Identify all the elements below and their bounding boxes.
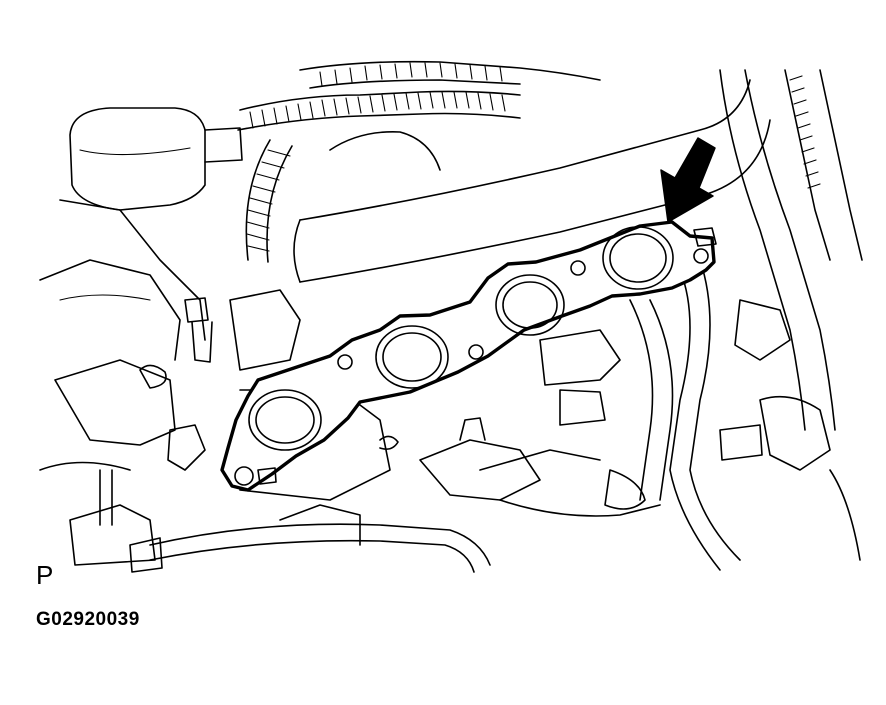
gasket-bolt-hole (570, 260, 586, 276)
engine-background (39, 60, 863, 573)
manifold-gasket (220, 220, 717, 492)
gasket-bolt-hole (468, 344, 484, 360)
gasket-port-1 (248, 389, 322, 451)
gasket-port-3 (495, 274, 565, 336)
gasket-bolt-hole (337, 354, 353, 370)
gasket-port-2 (375, 325, 449, 389)
gasket-bolt-hole (693, 248, 709, 264)
view-letter-label: P (36, 560, 54, 590)
gasket-bolt-hole (234, 466, 254, 486)
figure-id-label: G02920039 (36, 609, 140, 630)
gasket-port-4 (602, 226, 674, 290)
arrow-down-left-icon (660, 137, 716, 223)
